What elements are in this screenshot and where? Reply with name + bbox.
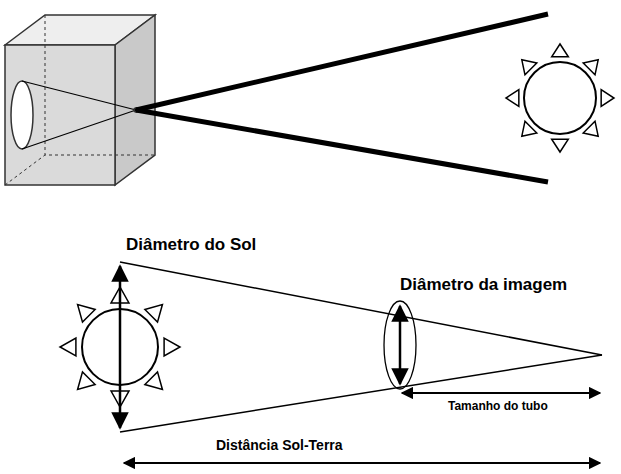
- distance-arrow: [124, 462, 600, 464]
- image-diameter-arrow: [399, 306, 402, 384]
- camera-box: [5, 15, 155, 185]
- image-diameter-label: Diâmetro da imagem: [398, 276, 569, 295]
- sun-ray: [583, 121, 598, 136]
- cone-line: [120, 355, 602, 432]
- sun-ray: [601, 90, 614, 107]
- sun-diameter-label: Diâmetro do Sol: [124, 236, 258, 255]
- sun-ray: [145, 305, 163, 323]
- sun-ray: [506, 90, 519, 107]
- sun-ray: [145, 372, 163, 390]
- light-ray: [136, 14, 548, 110]
- sun-ray: [522, 121, 537, 136]
- sun-ray: [552, 44, 569, 57]
- sun-symbol: [506, 44, 614, 152]
- sun-ray: [164, 338, 180, 356]
- tube-length-arrow: [402, 392, 600, 394]
- sun-ray: [78, 372, 96, 390]
- tube-length-label: Tamanho do tubo: [446, 400, 550, 413]
- cone-line: [120, 262, 602, 355]
- sun-ray: [60, 338, 76, 356]
- distance-label: Distância Sol-Terra: [214, 438, 345, 453]
- light-ray: [136, 110, 548, 182]
- sun-ray: [522, 60, 537, 75]
- sun-diameter-arrow: [119, 266, 122, 428]
- sun-ray: [552, 139, 569, 152]
- sun-ray: [78, 305, 96, 323]
- sun-ray: [583, 60, 598, 75]
- image-ellipse: [384, 301, 416, 389]
